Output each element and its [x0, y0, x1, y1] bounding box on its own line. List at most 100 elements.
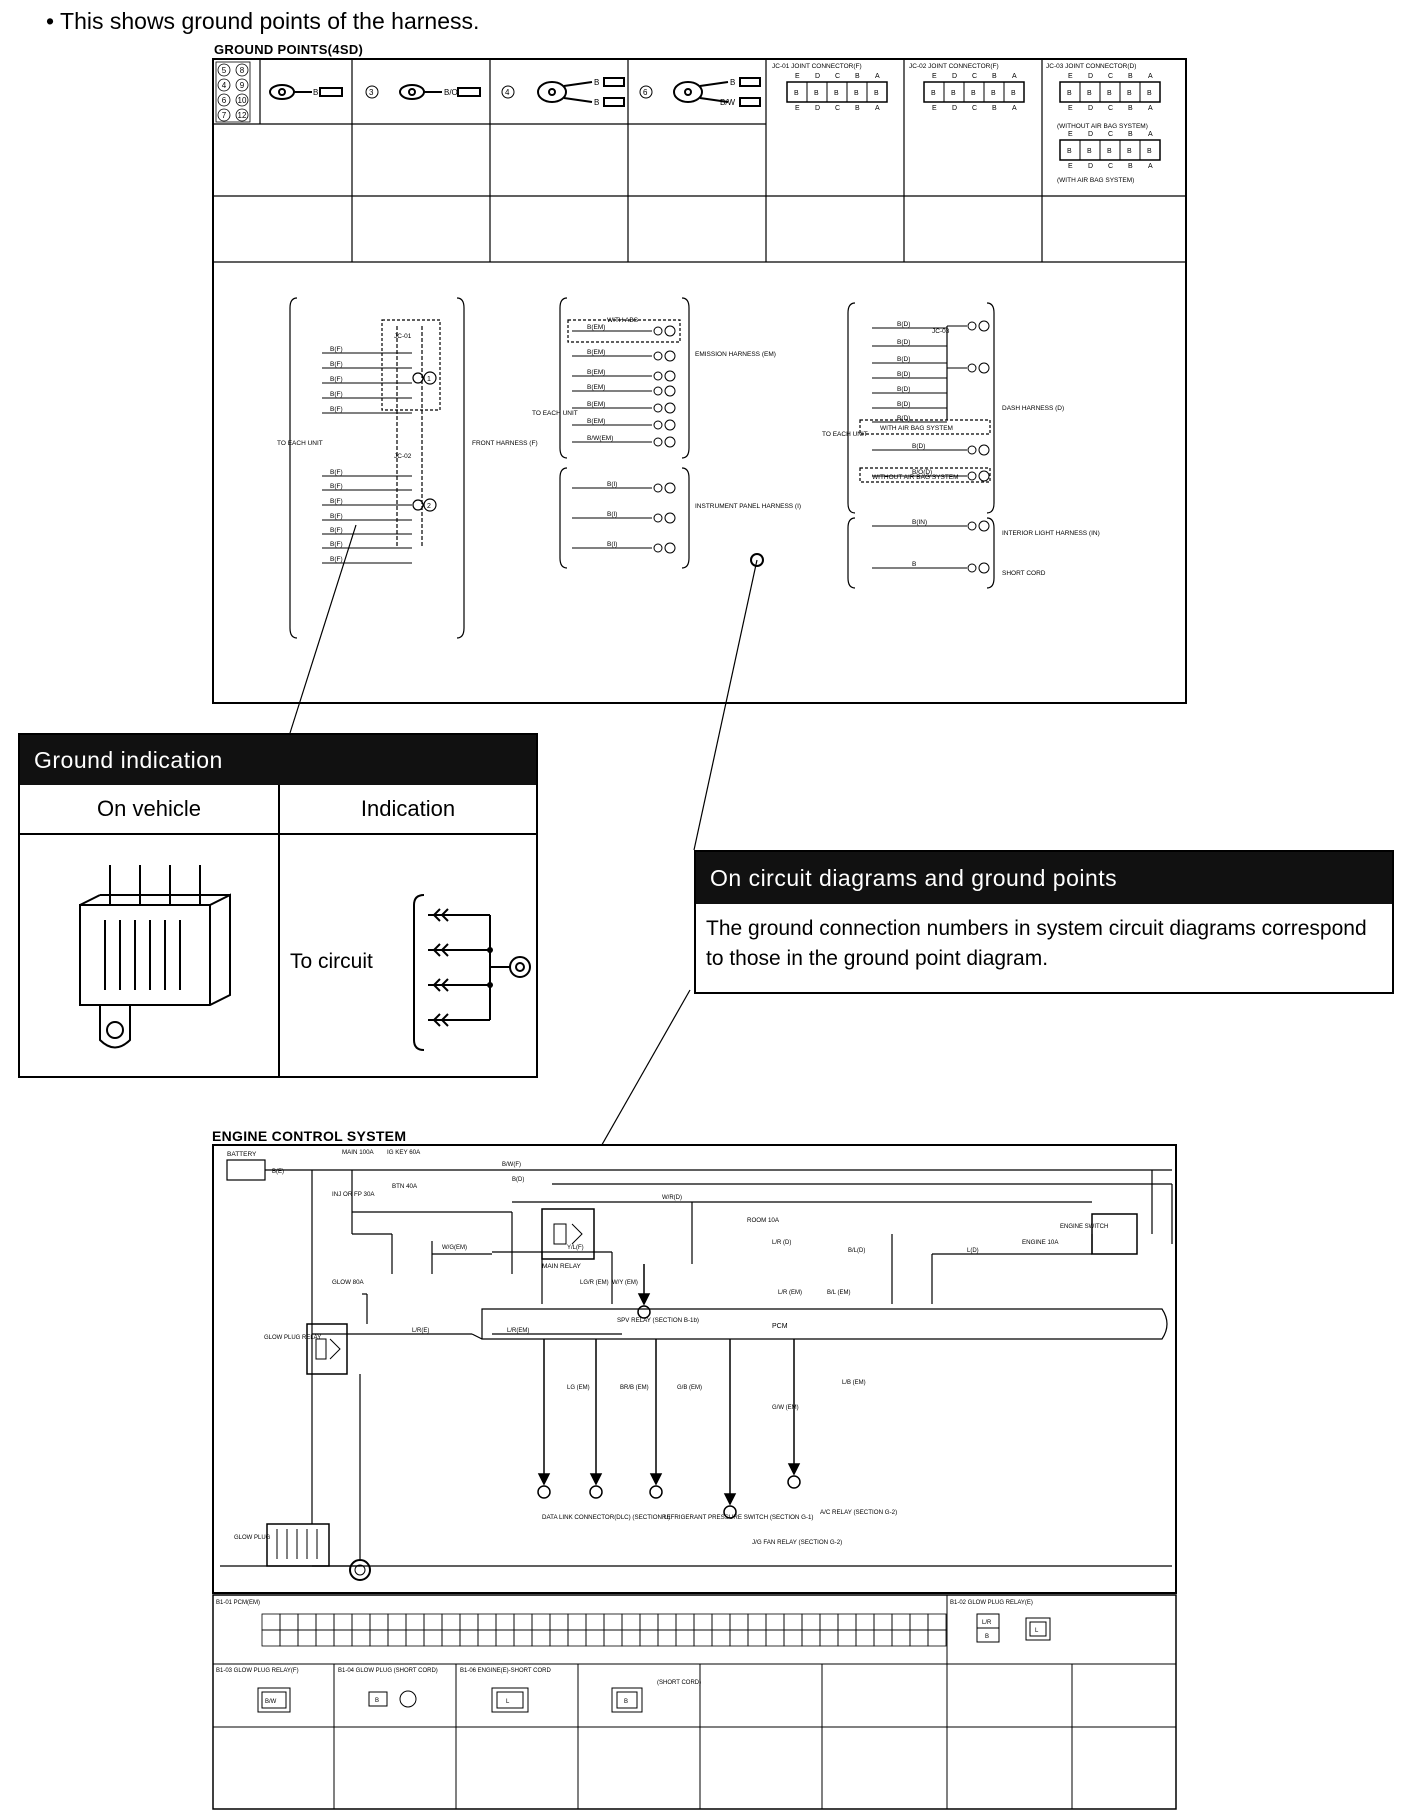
- jc-pin-letter: D: [1088, 163, 1093, 170]
- engine-wire-label: L/R (EM): [778, 1290, 802, 1296]
- svg-text:MAIN 100A: MAIN 100A: [342, 1149, 375, 1156]
- ground-terminal: [653, 513, 663, 523]
- ground-terminal: [967, 471, 977, 481]
- svg-text:GLOW 80A: GLOW 80A: [332, 1279, 365, 1286]
- svg-text:JC-02: JC-02: [394, 453, 412, 460]
- jc-pin-letter: E: [795, 105, 800, 112]
- col-on-vehicle: On vehicle: [97, 796, 201, 821]
- jc-pin-letter: A: [1148, 105, 1153, 112]
- engine-control-diagram: BATTERY MAIN RELAY ENGINE S: [212, 1144, 1177, 1810]
- ground-number: [787, 1475, 801, 1489]
- circuit-callout-box: On circuit diagrams and ground points Th…: [694, 850, 1394, 994]
- engine-wire-label: L(D): [967, 1248, 979, 1254]
- svg-text:GLOW PLUG RELAY: GLOW PLUG RELAY: [264, 1335, 321, 1341]
- svg-text:REFRIGERANT PRESSURE SWITCH (S: REFRIGERANT PRESSURE SWITCH (SECTION G-1…: [662, 1514, 814, 1521]
- jc-pin-letter: B: [1128, 73, 1133, 80]
- jc03-title: JC-03 JOINT CONNECTOR(D): [1046, 63, 1136, 70]
- engine-wire-label: W/R(D): [662, 1195, 682, 1201]
- jc-pin-value: B: [1087, 148, 1092, 155]
- engine-wire-label: L/R(EM): [507, 1328, 529, 1334]
- svg-text:TO EACH UNIT: TO EACH UNIT: [532, 410, 578, 417]
- jc-pin-value: B: [1067, 148, 1072, 155]
- svg-text:4: 4: [222, 81, 227, 90]
- jc-pin-letter: D: [815, 105, 820, 112]
- svg-text:4: 4: [505, 88, 510, 97]
- svg-text:A/C RELAY (SECTION G-2): A/C RELAY (SECTION G-2): [820, 1509, 897, 1516]
- ground-number: [978, 562, 990, 574]
- svg-text:ENGINE SWITCH: ENGINE SWITCH: [1060, 1224, 1108, 1230]
- svg-text:8: 8: [240, 66, 245, 75]
- ground-terminal: [653, 351, 663, 361]
- engine-wire-label: LG/R (EM): [580, 1280, 609, 1286]
- engine-wire-label: B/L (EM): [827, 1290, 850, 1296]
- svg-text:JC-01: JC-01: [394, 333, 412, 340]
- wire-label: B(EM): [587, 418, 605, 425]
- wire-label: B/W(EM): [587, 435, 613, 442]
- ground-number: [664, 350, 676, 362]
- jc-pin-letter: D: [952, 105, 957, 112]
- svg-text:L: L: [506, 1699, 510, 1705]
- svg-text:5: 5: [222, 66, 227, 75]
- jc-pin-letter: C: [1108, 105, 1113, 112]
- ground-symbol-illustration: [413, 894, 531, 1051]
- svg-text:B1-04 GLOW PLUG (SHORT CORD): B1-04 GLOW PLUG (SHORT CORD): [338, 1668, 438, 1674]
- jc-pin-value: B: [1011, 90, 1016, 97]
- jc-pin-letter: B: [1128, 131, 1133, 138]
- wire-label: B(F): [330, 346, 343, 353]
- jc03-with: (WITH AIR BAG SYSTEM): [1057, 177, 1134, 184]
- svg-text:INTERIOR LIGHT HARNESS (IN): INTERIOR LIGHT HARNESS (IN): [1002, 530, 1100, 537]
- ground-terminal: [653, 326, 663, 336]
- svg-text:B: B: [375, 1698, 379, 1704]
- wire-label: B(F): [330, 391, 343, 398]
- engine-wire-label: W/Y (EM): [612, 1280, 638, 1286]
- jc-pin-letter: B: [992, 105, 997, 112]
- ground-terminal: [653, 403, 663, 413]
- engine-wire-label: L/R (D): [772, 1240, 791, 1246]
- wire-label: B(F): [330, 556, 343, 563]
- ground-number: [637, 1305, 651, 1319]
- svg-text:B/W: B/W: [720, 98, 736, 107]
- arrow-head: [787, 1463, 801, 1476]
- wire-label: B(F): [330, 541, 343, 548]
- svg-text:L: L: [1035, 1628, 1039, 1634]
- svg-text:(SHORT CORD): (SHORT CORD): [657, 1680, 701, 1686]
- wire-label: B(D): [897, 339, 910, 346]
- wire-label: B(F): [330, 498, 343, 505]
- wire-label: B(F): [330, 406, 343, 413]
- engine-wire-label: LG (EM): [567, 1385, 590, 1391]
- jc-pin-value: B: [1087, 90, 1092, 97]
- engine-wire-label: W/G(EM): [442, 1245, 467, 1251]
- jc-pin-letter: B: [855, 73, 860, 80]
- intro-text: • This shows ground points of the harnes…: [46, 8, 480, 34]
- engine-wire-label: B/W(F): [502, 1162, 521, 1168]
- jc-pin-letter: D: [1088, 131, 1093, 138]
- engine-wire-label: Y/L(F): [567, 1245, 584, 1251]
- jc-pin-letter: E: [932, 105, 937, 112]
- ground-terminal: [653, 483, 663, 493]
- col-indication: Indication: [360, 796, 456, 821]
- jc-pin-letter: B: [1128, 163, 1133, 170]
- wire-label: B(D): [897, 371, 910, 378]
- jc-pin-letter: D: [815, 73, 820, 80]
- jc-pin-letter: D: [952, 73, 957, 80]
- ground-terminal: [967, 563, 977, 573]
- svg-text:B1-01 PCM(EM): B1-01 PCM(EM): [216, 1600, 260, 1606]
- arrow-head: [649, 1473, 663, 1486]
- svg-text:B1-03 GLOW PLUG RELAY(F): B1-03 GLOW PLUG RELAY(F): [216, 1668, 299, 1674]
- wire-label: B(EM): [587, 369, 605, 376]
- jc-pin-letter: A: [1012, 105, 1017, 112]
- engine-wire-label: BR/B (EM): [620, 1385, 649, 1391]
- svg-text:2: 2: [427, 503, 431, 510]
- wire-label: B(EM): [587, 349, 605, 356]
- svg-text:B: B: [313, 88, 318, 97]
- jc-pin-value: B: [1107, 148, 1112, 155]
- ground-indication-title: Ground indication: [20, 735, 536, 785]
- jc02-title: JC-02 JOINT CONNECTOR(F): [909, 63, 999, 70]
- ground-number: [537, 1485, 551, 1499]
- wire-label: B(F): [330, 469, 343, 476]
- wire-label: B(D): [897, 386, 910, 393]
- svg-text:PCM: PCM: [772, 1323, 788, 1330]
- svg-text:WITH ABS: WITH ABS: [607, 317, 639, 324]
- svg-text:1: 1: [427, 376, 431, 383]
- svg-text:INSTRUMENT PANEL HARNESS (I): INSTRUMENT PANEL HARNESS (I): [695, 503, 801, 510]
